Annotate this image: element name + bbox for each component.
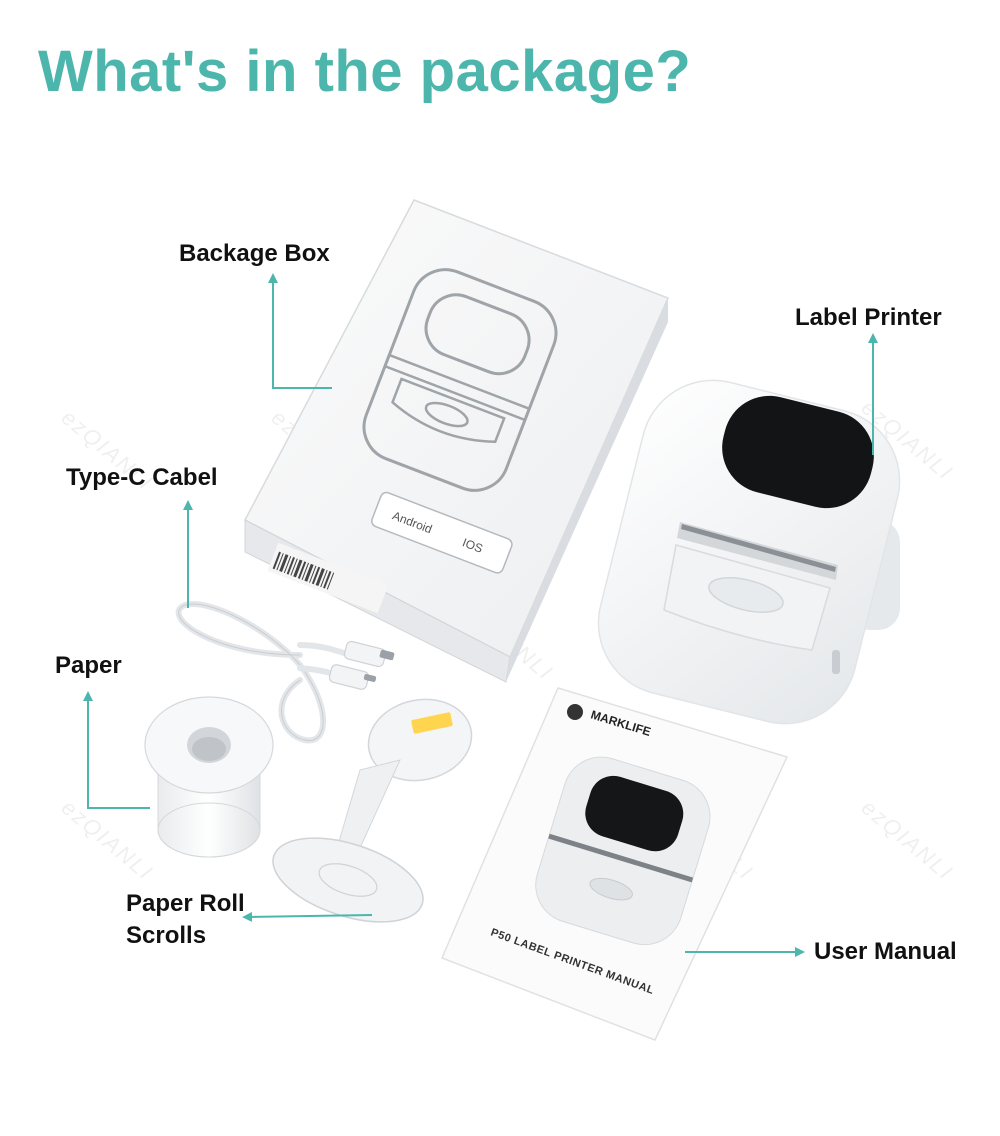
printer-outline-icon	[362, 268, 558, 492]
label-package-box: Backage Box	[179, 240, 330, 267]
barcode-sticker	[267, 542, 389, 614]
label-paper: Paper	[55, 652, 122, 679]
paper-roll	[144, 696, 274, 858]
watermark: ezQIANLI	[857, 795, 958, 886]
os-compatibility-label: Android IOS	[371, 491, 513, 574]
arrow-paper	[83, 691, 150, 809]
marklife-logo-icon	[567, 704, 583, 720]
label-printer	[597, 379, 901, 725]
label-user-manual: User Manual	[814, 938, 957, 965]
paper-roll-scrolls	[272, 698, 473, 923]
page-title: What's in the package?	[38, 39, 692, 104]
label-paper-roll-scrolls: Paper Roll Scrolls	[126, 890, 245, 949]
label-type-c-cable: Type-C Cabel	[66, 464, 218, 491]
user-manual: MARKLIFE P50 LABEL PRINTER MANUAL	[441, 687, 789, 1041]
os-ios-text: IOS	[460, 535, 484, 555]
label-label-printer: Label Printer	[795, 304, 942, 331]
arrow-paper-roll-scrolls	[242, 911, 373, 922]
package-box: Android IOS	[243, 199, 670, 683]
type-c-cable	[175, 601, 395, 744]
manual-printer-image	[535, 756, 711, 946]
arrow-package-box	[268, 273, 332, 389]
callout-arrows	[83, 273, 878, 957]
